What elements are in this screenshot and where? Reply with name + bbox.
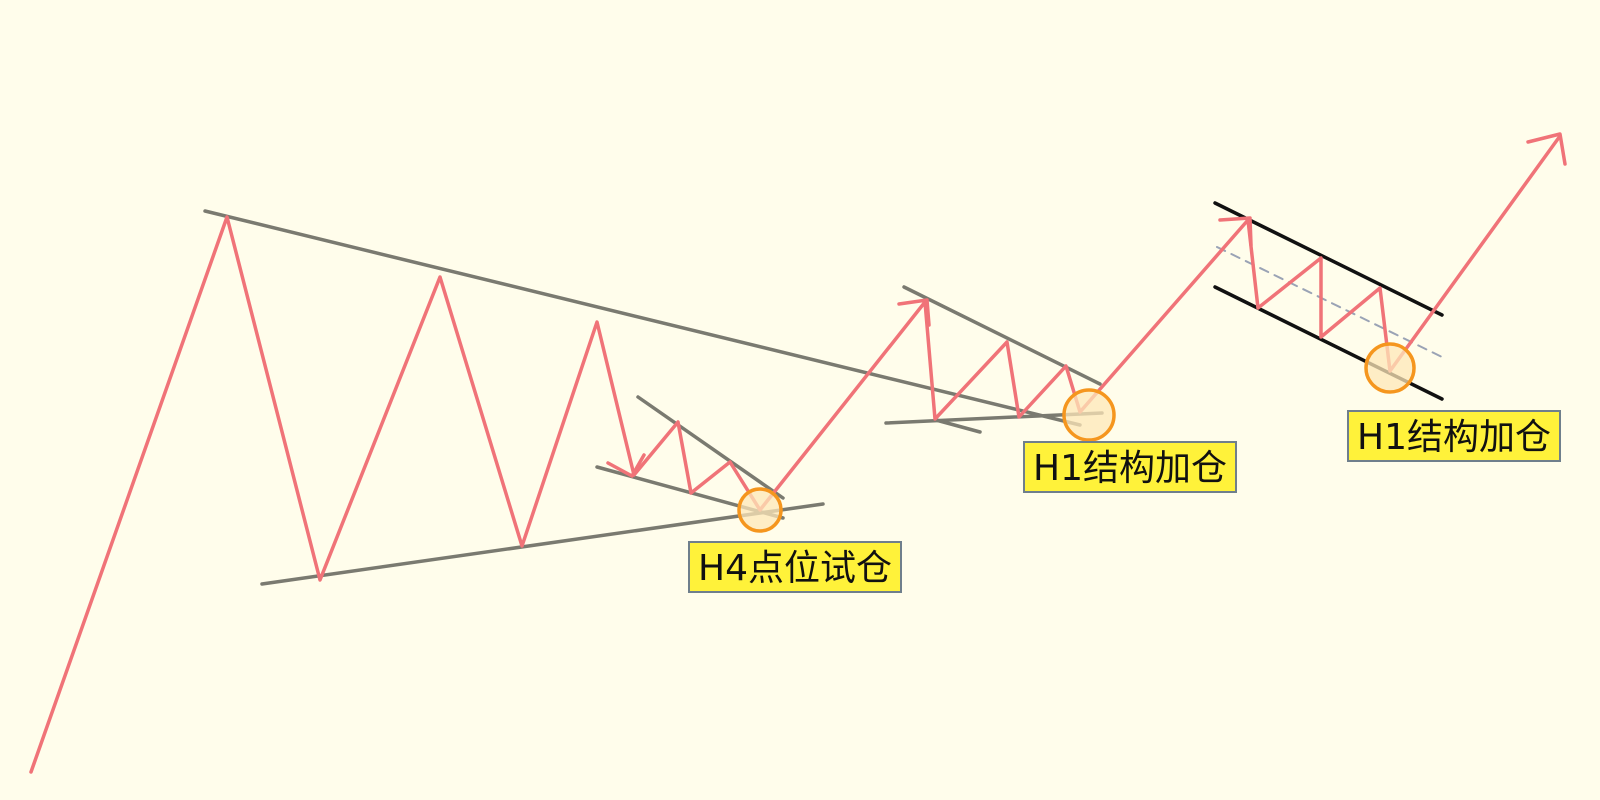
- entry-marker-h1-second: [1364, 342, 1416, 394]
- arrowhead-upper-breakout: [1218, 216, 1253, 247]
- arrowhead-mid-breakout: [897, 298, 931, 327]
- annotation-h1-add-position-2: H1结构加仓: [1347, 410, 1561, 462]
- entry-markers: [737, 342, 1416, 533]
- price-path: [29, 132, 1567, 774]
- arrowhead-h4-pullback: [606, 453, 646, 478]
- large-triangle-lower-trendline: [260, 502, 825, 586]
- annotation-h4-trial-position: H4点位试仓: [688, 541, 902, 593]
- small-wedge-upper-trendline: [636, 395, 785, 500]
- entry-marker-h4: [737, 487, 783, 533]
- mid-triangle-lower-extension: [934, 418, 982, 434]
- entry-marker-h1-first: [1062, 388, 1116, 442]
- large-triangle-upper-trendline: [203, 209, 1082, 427]
- annotation-h1-add-position-1: H1结构加仓: [1023, 441, 1237, 493]
- channel-midline: [1216, 246, 1443, 358]
- price-swings: [29, 134, 1562, 774]
- arrowhead-final: [1526, 132, 1567, 166]
- mid-triangle-upper-trendline: [902, 285, 1102, 386]
- channel-upper-line: [1213, 201, 1444, 317]
